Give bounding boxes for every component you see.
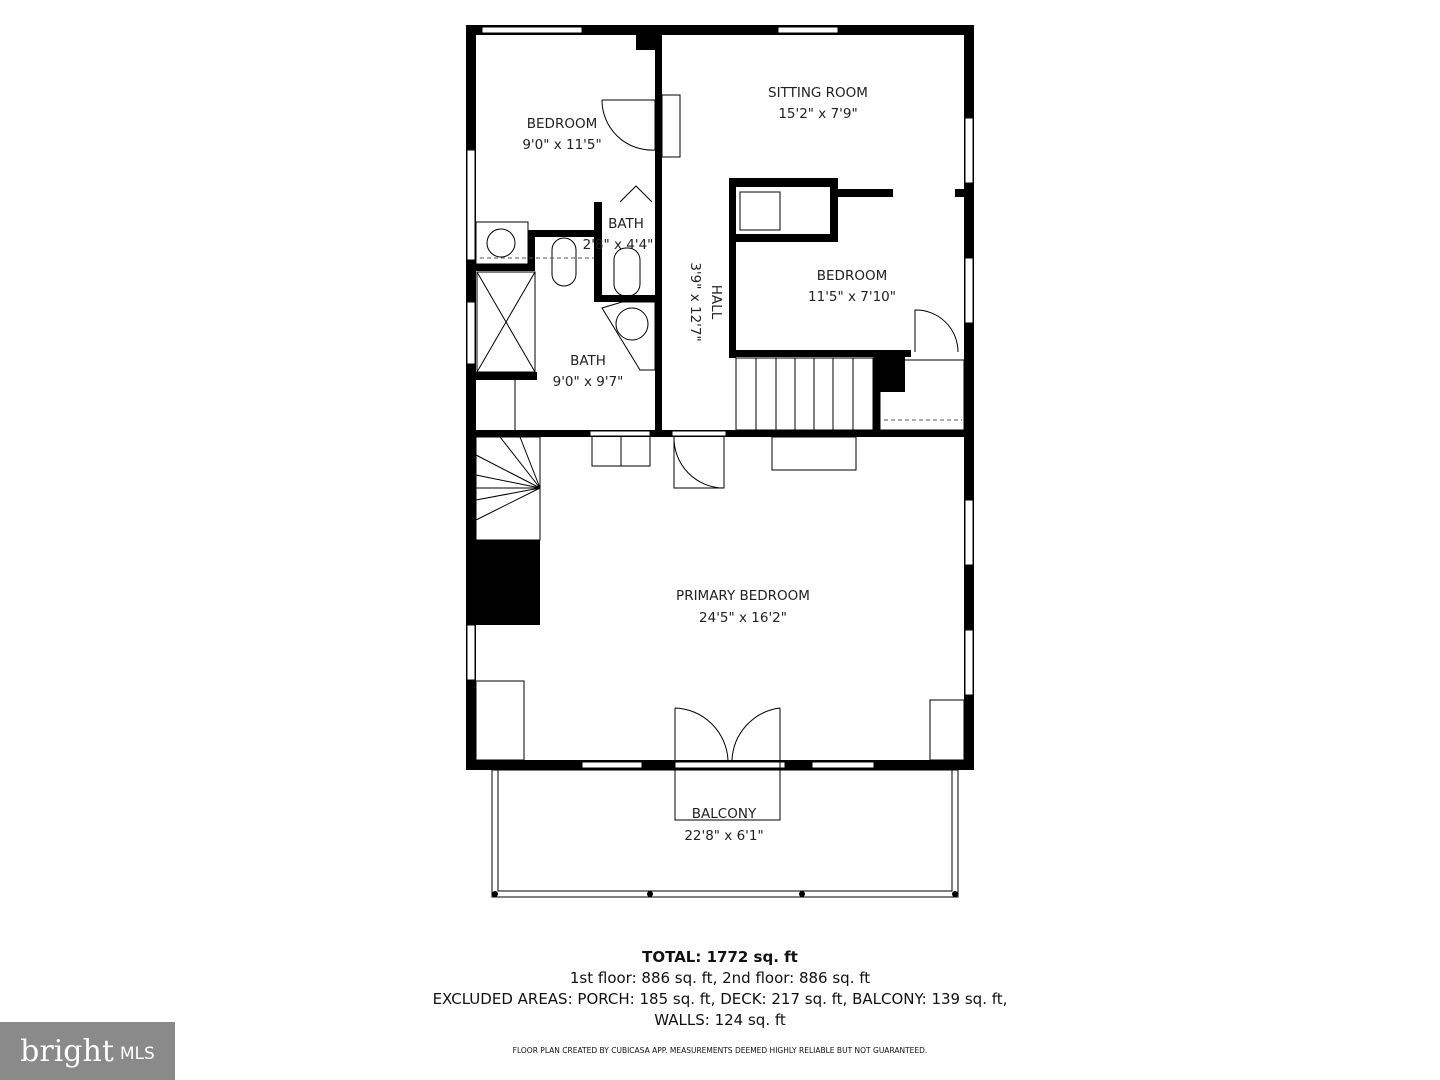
room-name-primary-bedroom: PRIMARY BEDROOM [676, 588, 810, 604]
room-size-balcony: 22'8" x 6'1" [684, 828, 763, 844]
floor-areas: 1st floor: 886 sq. ft, 2nd floor: 886 sq… [569, 969, 871, 987]
room-name-bedroom2: BEDROOM [817, 268, 887, 284]
bright-mls-logo: bright MLS [0, 1022, 175, 1080]
walls-area: WALLS: 124 sq. ft [654, 1011, 786, 1029]
total-area: TOTAL: 1772 sq. ft [642, 948, 798, 966]
room-name-balcony: BALCONY [692, 806, 757, 822]
logo-suffix: MLS [119, 1044, 155, 1064]
room-name-bath1: BATH [608, 216, 644, 232]
logo-brand: bright [20, 1033, 114, 1069]
excluded-areas: EXCLUDED AREAS: PORCH: 185 sq. ft, DECK:… [432, 990, 1008, 1008]
fixtures [475, 94, 965, 821]
room-size-hall: 3'9" x 12'7" [687, 262, 703, 341]
balcony-outline [491, 769, 959, 898]
room-name-bath2: BATH [570, 353, 606, 369]
room-size-primary-bedroom: 24'5" x 16'2" [699, 610, 787, 626]
room-size-bedroom1: 9'0" x 11'5" [522, 137, 601, 153]
room-size-bedroom2: 11'5" x 7'10" [808, 289, 896, 305]
room-size-bath2: 9'0" x 9'7" [553, 374, 624, 390]
room-name-hall: HALL [708, 285, 724, 320]
stairs-upper [735, 357, 874, 431]
floor-plan: BEDROOM 9'0" x 11'5" SITTING ROOM 15'2" … [466, 25, 974, 898]
disclaimer: FLOOR PLAN CREATED BY CUBICASA APP. MEAS… [512, 1046, 928, 1055]
room-labels: BEDROOM 9'0" x 11'5" SITTING ROOM 15'2" … [522, 85, 896, 844]
stairs-lower [475, 436, 541, 541]
room-size-sitting-room: 15'2" x 7'9" [778, 106, 857, 122]
windows [466, 26, 974, 769]
room-name-bedroom1: BEDROOM [527, 116, 597, 132]
room-size-bath1: 2'8" x 4'4" [583, 237, 654, 253]
room-name-sitting-room: SITTING ROOM [768, 85, 868, 101]
